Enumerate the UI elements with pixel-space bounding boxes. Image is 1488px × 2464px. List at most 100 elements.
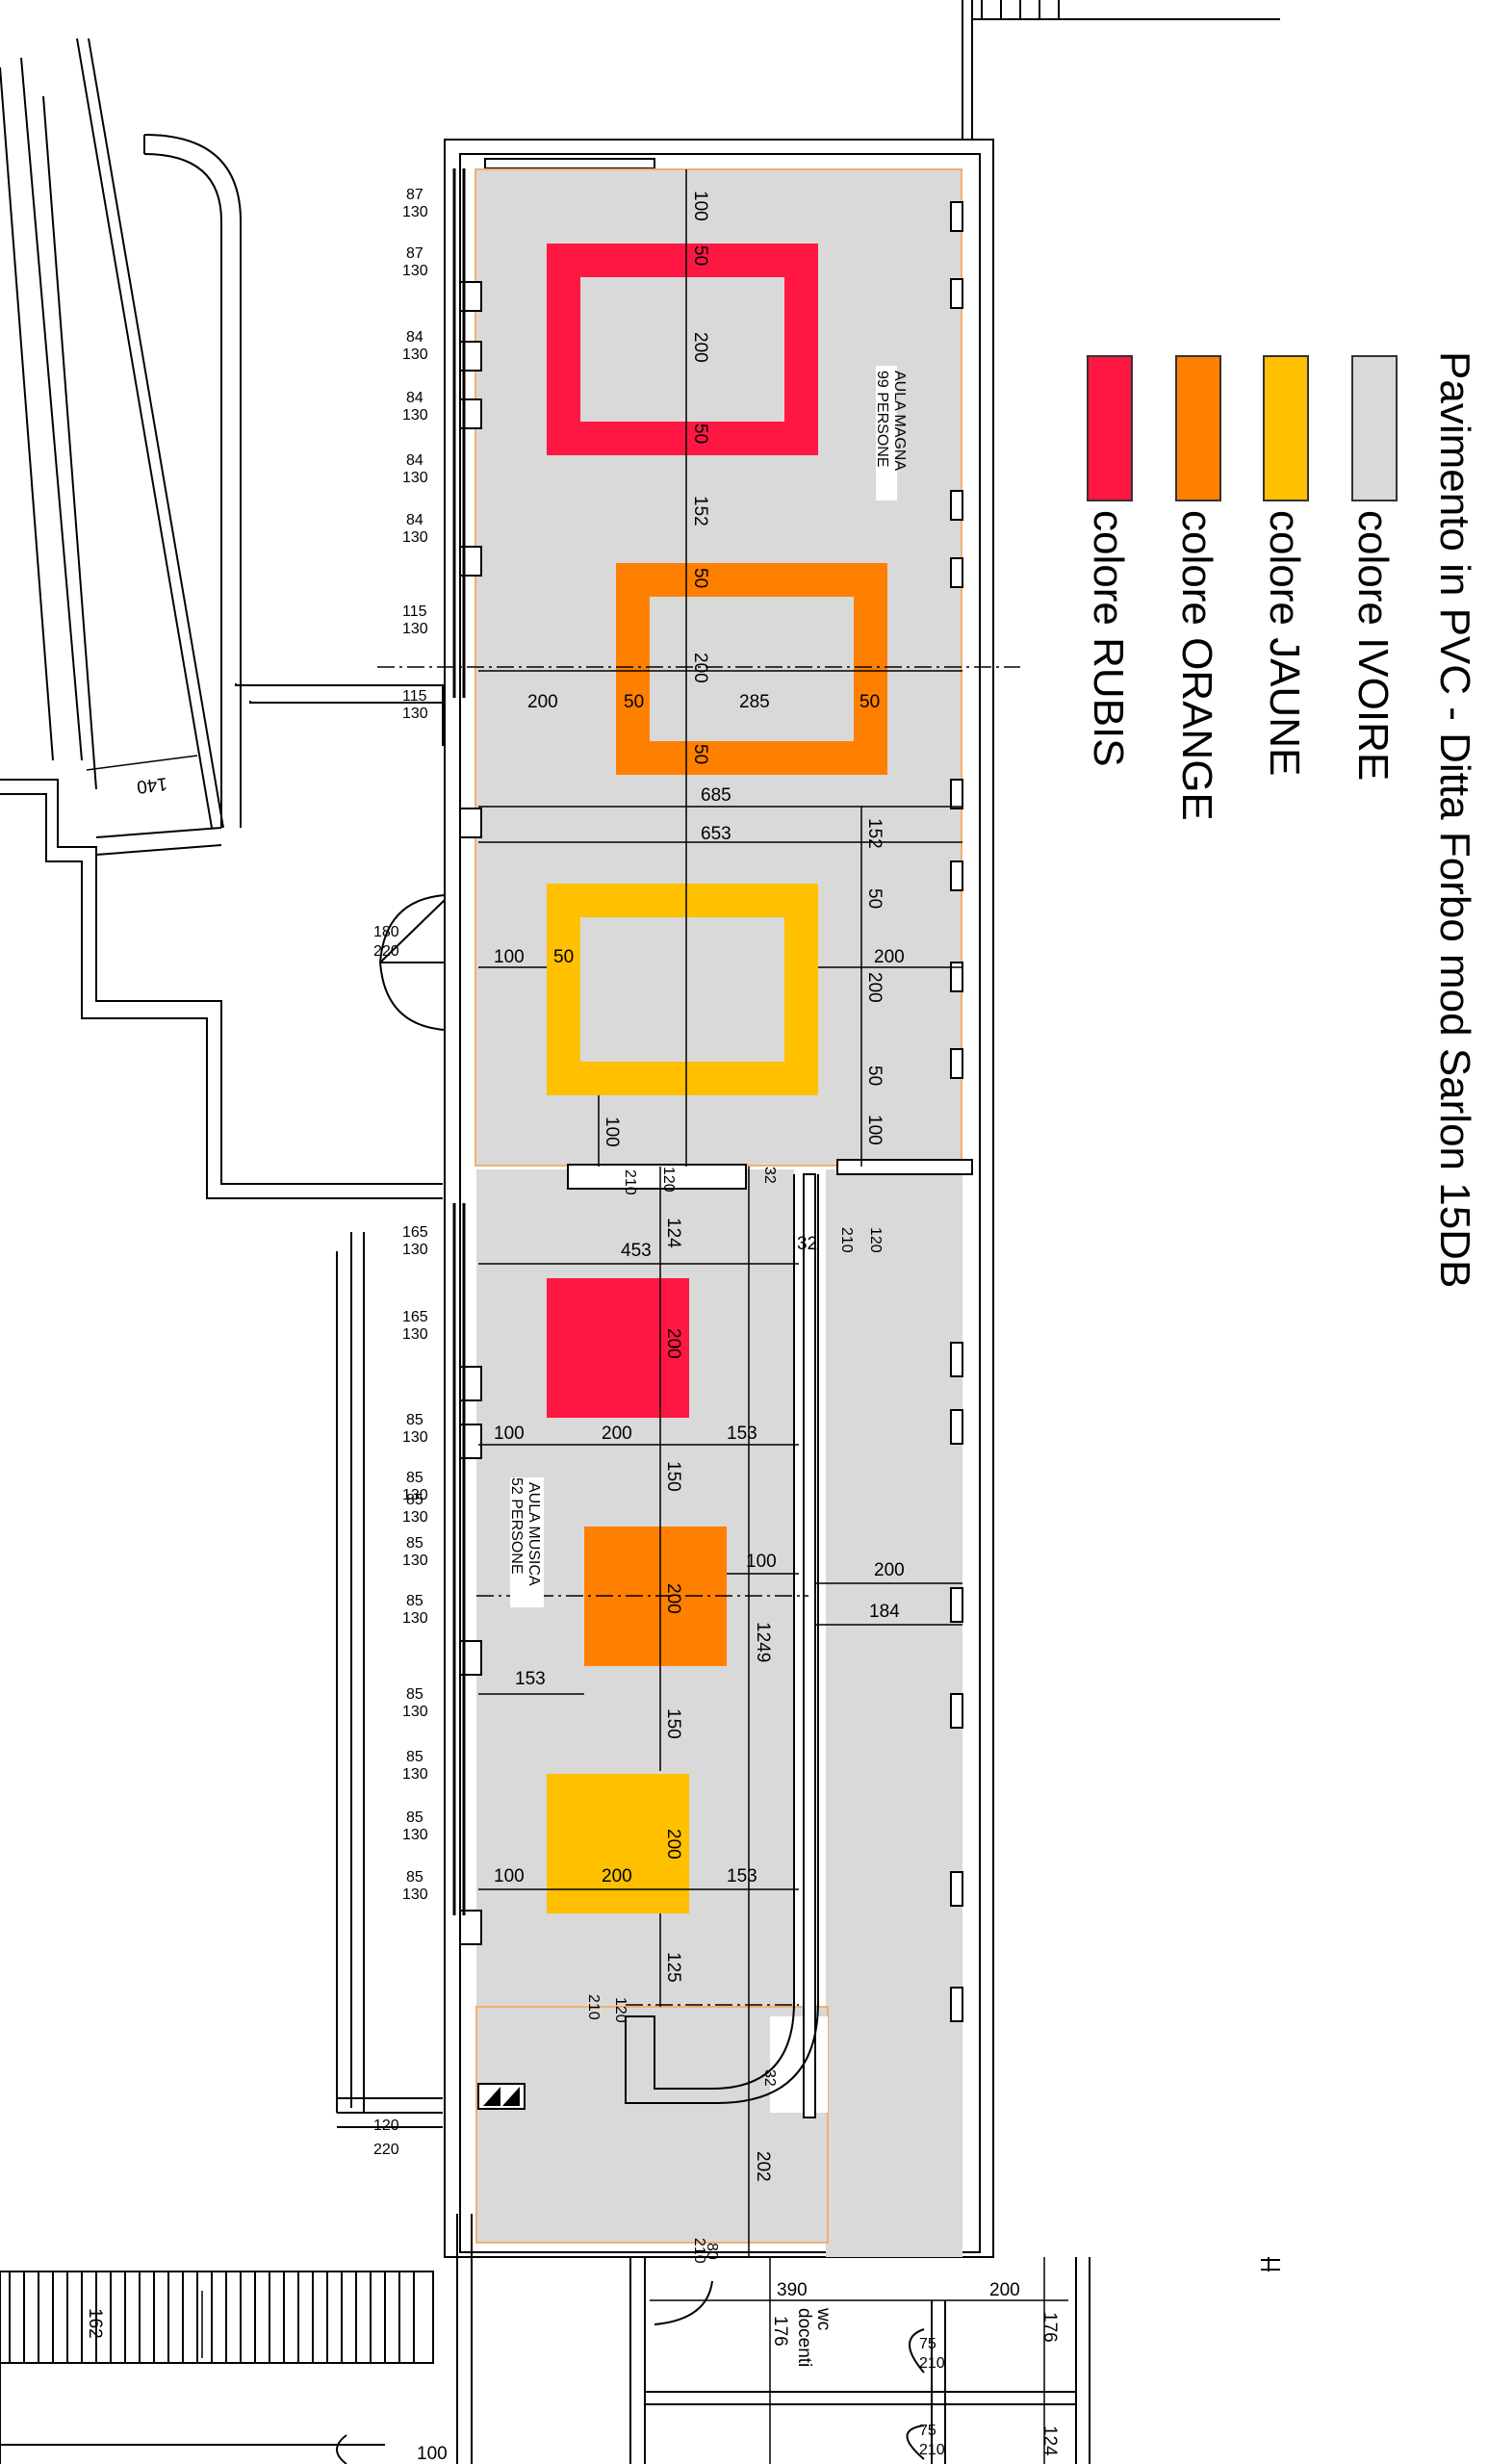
dim-50-b: 50 — [690, 424, 710, 444]
legend-label-ivoire: colore IVOIRE — [1349, 510, 1397, 781]
dim-200-d: 200 — [864, 972, 885, 1003]
dim-50-h: 50 — [864, 1065, 885, 1086]
dim-200-c: 200 — [527, 692, 558, 712]
dim-32-b: 32 — [797, 1234, 817, 1254]
svg-text:130: 130 — [402, 621, 428, 637]
legend-label-rubis: colore RUBIS — [1085, 510, 1132, 767]
exterior-linework — [0, 38, 444, 2128]
svg-text:130: 130 — [402, 1827, 428, 1843]
dim-50-d: 50 — [690, 744, 710, 764]
dim-100-c: 100 — [494, 947, 525, 967]
dim-210-c: 210 — [585, 1994, 602, 2020]
legend-swatch-jaune — [1263, 355, 1309, 501]
window-wall — [452, 168, 466, 1915]
svg-text:85: 85 — [406, 1686, 423, 1703]
dim-150-a: 150 — [663, 1461, 683, 1492]
dim-200-g: 200 — [602, 1424, 632, 1444]
dim-50-f: 50 — [859, 692, 880, 712]
svg-text:130: 130 — [402, 706, 428, 722]
dim-184: 184 — [869, 1602, 900, 1622]
dimension-lines — [86, 169, 1068, 2464]
svg-text:85: 85 — [406, 1593, 423, 1609]
wc-area — [629, 2257, 1280, 2464]
main-walls — [444, 0, 1280, 2258]
corridor-wall — [625, 1174, 819, 2104]
svg-text:87: 87 — [406, 245, 423, 262]
svg-text:130: 130 — [402, 1704, 428, 1720]
svg-text:84: 84 — [406, 452, 423, 469]
dim-176-b: 176 — [770, 2316, 790, 2347]
svg-text:120: 120 — [373, 2118, 399, 2134]
dimension-labels: 100 50 200 50 152 50 200 50 200 50 285 5… — [85, 191, 1060, 2464]
svg-text:87: 87 — [406, 187, 423, 203]
dim-100-h: 100 — [417, 2444, 448, 2464]
svg-text:84: 84 — [406, 512, 423, 528]
svg-text:130: 130 — [402, 407, 428, 424]
svg-text:85: 85 — [406, 1412, 423, 1428]
svg-text:115: 115 — [402, 603, 427, 620]
dim-200-e: 200 — [874, 947, 905, 967]
svg-text:220: 220 — [373, 943, 399, 960]
legend-label-orange: colore ORANGE — [1173, 510, 1220, 821]
dim-100-b: 100 — [864, 1115, 885, 1145]
dim-653: 653 — [701, 824, 731, 844]
dim-80: 80 — [704, 2243, 720, 2260]
dim-140: 140 — [136, 773, 168, 797]
svg-text:115: 115 — [402, 688, 427, 705]
dim-202: 202 — [753, 2151, 773, 2182]
dim-685: 685 — [701, 785, 731, 806]
dim-200-k: 200 — [602, 1866, 632, 1886]
dim-153-a: 153 — [727, 1424, 757, 1444]
svg-text:130: 130 — [402, 1429, 428, 1446]
dim-32-c: 32 — [761, 2069, 778, 2087]
svg-text:130: 130 — [402, 346, 428, 363]
dim-210-b: 210 — [838, 1227, 855, 1253]
dim-100-d: 100 — [602, 1116, 622, 1147]
svg-text:130: 130 — [402, 1509, 428, 1526]
dim-162: 162 — [85, 2308, 105, 2339]
room-capacity-musica: 52 PERSONE — [508, 1477, 525, 1574]
dim-120-a: 120 — [660, 1167, 677, 1193]
dim-200-a: 200 — [690, 332, 710, 363]
svg-text:85: 85 — [406, 1535, 423, 1552]
dim-200-i: 200 — [874, 1560, 905, 1580]
dim-200-f: 200 — [663, 1328, 683, 1359]
svg-text:130: 130 — [402, 470, 428, 486]
dim-176-a: 176 — [1039, 2312, 1060, 2343]
room-sub-wc: docenti — [794, 2308, 814, 2367]
dim-1249: 1249 — [753, 1622, 773, 1662]
dim-210-a: 210 — [622, 1169, 638, 1195]
dim-125: 125 — [663, 1952, 683, 1983]
dim-200-h: 200 — [663, 1583, 683, 1614]
svg-text:85: 85 — [406, 1810, 423, 1826]
legend-label-jaune: colore JAUNE — [1261, 510, 1308, 776]
dim-100-g: 100 — [494, 1866, 525, 1886]
room-labels: AULA MAGNA 99 PERSONE AULA MUSICA 52 PER… — [508, 366, 908, 2367]
dim-124-b: 124 — [1039, 2426, 1060, 2456]
dim-150-b: 150 — [663, 1708, 683, 1739]
dim-32-a: 32 — [761, 1167, 778, 1184]
legend-swatch-rubis — [1087, 355, 1133, 501]
dim-75-b: 75 — [919, 2423, 936, 2439]
svg-text:85: 85 — [406, 1869, 423, 1886]
legend: Pavimento in PVC - Ditta Forbo mod Sarlo… — [1085, 351, 1478, 1288]
dim-50-a: 50 — [690, 245, 710, 266]
dim-210-e: 210 — [919, 2355, 945, 2372]
svg-text:180: 180 — [373, 924, 399, 940]
svg-text:165: 165 — [402, 1309, 428, 1325]
svg-text:85: 85 — [406, 1470, 423, 1486]
svg-text:165: 165 — [402, 1224, 428, 1241]
room-name-musica: AULA MUSICA — [526, 1482, 542, 1586]
dim-100-f: 100 — [746, 1552, 777, 1572]
svg-text:130: 130 — [402, 1553, 428, 1569]
svg-text:130: 130 — [402, 204, 428, 220]
svg-text:130: 130 — [402, 1766, 428, 1783]
dim-50-g: 50 — [864, 888, 885, 909]
dim-100-e: 100 — [494, 1424, 525, 1444]
dim-453: 453 — [621, 1241, 652, 1261]
dim-50-c: 50 — [690, 568, 710, 588]
door-swing — [379, 894, 446, 1031]
svg-text:130: 130 — [402, 529, 428, 546]
room-name-magna: AULA MAGNA — [891, 371, 908, 471]
